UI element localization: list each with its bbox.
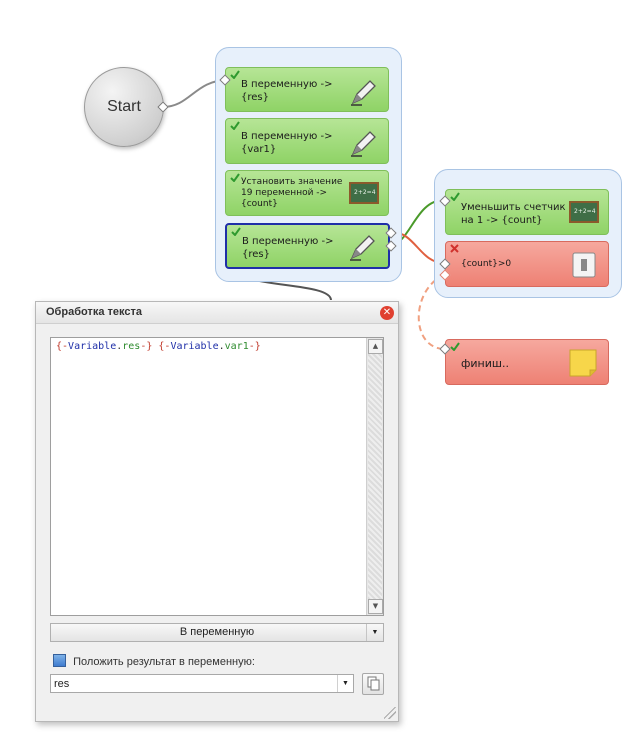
copy-icon bbox=[367, 676, 380, 691]
start-label: Start bbox=[107, 98, 141, 115]
node-label: Установить значение 19 переменной -> {co… bbox=[241, 177, 343, 209]
save-result-checkbox-row[interactable]: Положить результат в переменную: bbox=[53, 654, 255, 668]
node-label: Уменьшить счетчик на 1 -> {count} bbox=[461, 202, 566, 226]
code-text: {-Variable.res-} {-Variable.var1-} bbox=[56, 341, 261, 352]
start-node[interactable]: Start bbox=[84, 67, 164, 147]
pen-icon bbox=[348, 129, 378, 157]
save-result-label: Положить результат в переменную: bbox=[73, 656, 255, 668]
check-icon bbox=[450, 341, 460, 354]
code-token: Variable bbox=[68, 341, 117, 352]
text-editor[interactable]: {-Variable.res-} {-Variable.var1-} ▲ ▼ bbox=[50, 337, 384, 616]
switch-icon bbox=[570, 251, 600, 278]
code-token: . bbox=[116, 341, 123, 352]
resize-grip[interactable] bbox=[384, 707, 396, 719]
code-token: -} bbox=[248, 341, 261, 352]
node-decrement-counter[interactable]: Уменьшить счетчик на 1 -> {count} 2+2=4 bbox=[445, 189, 609, 235]
code-token: res bbox=[122, 341, 141, 352]
node-label: В переменную -> {res} bbox=[241, 79, 333, 103]
save-result-checkbox[interactable] bbox=[53, 654, 66, 667]
code-token: {- bbox=[56, 341, 69, 352]
copy-button[interactable] bbox=[362, 673, 384, 695]
sticky-note-icon bbox=[568, 348, 598, 377]
close-icon[interactable]: ✕ bbox=[380, 306, 394, 320]
node-set-var-res[interactable]: В переменную -> {res} bbox=[225, 67, 389, 112]
node-label: финиш.. bbox=[461, 357, 509, 370]
chalkboard-icon: 2+2=4 bbox=[568, 200, 599, 224]
code-token: Variable bbox=[170, 341, 219, 352]
scroll-up-icon[interactable]: ▲ bbox=[368, 339, 383, 354]
dialog-title-text: Обработка текста bbox=[46, 306, 142, 318]
mode-select-value: В переменную bbox=[179, 626, 255, 638]
text-processing-dialog[interactable]: Обработка текста ✕ {-Variable.res-} {-Va… bbox=[35, 301, 399, 722]
code-token: var1 bbox=[224, 341, 249, 352]
variable-name-input[interactable]: res ▼ bbox=[50, 674, 354, 693]
node-label: В переменную -> {var1} bbox=[241, 131, 333, 155]
check-icon bbox=[230, 172, 240, 185]
chevron-down-icon[interactable]: ▼ bbox=[337, 675, 353, 692]
vertical-scrollbar[interactable]: ▲ ▼ bbox=[366, 338, 383, 615]
code-token: {- bbox=[158, 341, 171, 352]
node-label: В переменную -> {res} bbox=[242, 236, 334, 260]
check-icon bbox=[231, 226, 241, 239]
node-set-var-res-selected[interactable]: В переменную -> {res} bbox=[225, 223, 390, 269]
check-icon bbox=[230, 120, 240, 133]
node-condition-count[interactable]: {count}>0 bbox=[445, 241, 609, 287]
node-set-var-var1[interactable]: В переменную -> {var1} bbox=[225, 118, 389, 164]
node-label: {count}>0 bbox=[461, 259, 512, 269]
code-token: -} bbox=[140, 341, 153, 352]
check-icon bbox=[450, 191, 460, 204]
chalkboard-icon: 2+2=4 bbox=[348, 181, 379, 205]
pen-icon bbox=[348, 78, 378, 106]
pen-icon bbox=[347, 233, 377, 261]
dialog-title: Обработка текста bbox=[36, 302, 398, 324]
mode-select[interactable]: В переменную ▼ bbox=[50, 623, 384, 642]
scroll-track[interactable] bbox=[368, 354, 382, 599]
code-token: . bbox=[218, 341, 225, 352]
chalkboard-text: 2+2=4 bbox=[574, 208, 596, 215]
error-x-icon bbox=[450, 243, 460, 256]
variable-name-value: res bbox=[54, 678, 70, 690]
chalkboard-text: 2+2=4 bbox=[354, 189, 376, 196]
chevron-down-icon[interactable]: ▼ bbox=[366, 624, 383, 641]
node-finish[interactable]: финиш.. bbox=[445, 339, 609, 385]
check-icon bbox=[230, 69, 240, 82]
node-set-count-value[interactable]: Установить значение 19 переменной -> {co… bbox=[225, 170, 389, 216]
scroll-down-icon[interactable]: ▼ bbox=[368, 599, 383, 614]
